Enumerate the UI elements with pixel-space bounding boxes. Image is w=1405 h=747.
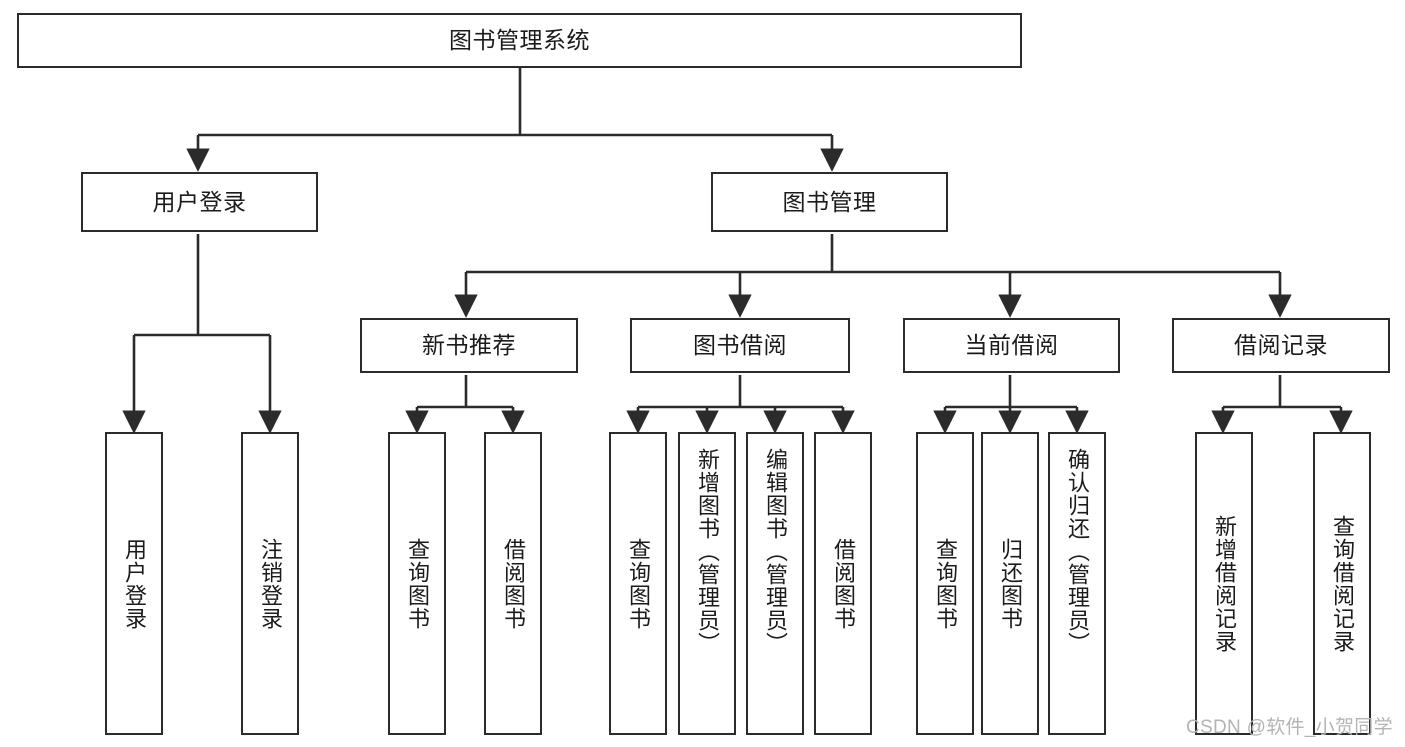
node-leaf-user-logout[interactable]: 注销登录 — [241, 432, 299, 735]
node-leaf-query-record[interactable]: 查询借阅记录 — [1313, 432, 1371, 735]
node-leaf-user-logout-label: 注销登录 — [257, 537, 283, 630]
node-leaf-edit-book-label: 编辑图书（管理员） — [762, 448, 788, 655]
node-book-borrow[interactable]: 图书借阅 — [630, 318, 850, 373]
node-leaf-return-book-label: 归还图书 — [997, 537, 1023, 630]
node-user-login[interactable]: 用户登录 — [81, 172, 318, 232]
node-leaf-query-book-3-label: 查询图书 — [932, 537, 958, 630]
node-leaf-query-book-1[interactable]: 查询图书 — [388, 432, 446, 735]
node-leaf-query-book-3[interactable]: 查询图书 — [916, 432, 974, 735]
node-leaf-query-book-2[interactable]: 查询图书 — [609, 432, 667, 735]
node-book-borrow-label: 图书借阅 — [693, 332, 787, 359]
node-borrow-record-label: 借阅记录 — [1234, 332, 1328, 359]
node-leaf-add-book[interactable]: 新增图书（管理员） — [678, 432, 736, 735]
node-new-book-recommend-label: 新书推荐 — [422, 332, 516, 359]
node-book-manage-label: 图书管理 — [782, 188, 877, 215]
node-leaf-borrow-book-2-label: 借阅图书 — [830, 537, 856, 630]
node-current-borrow[interactable]: 当前借阅 — [903, 318, 1120, 373]
watermark: CSDN @软件_小贺同学 — [1186, 717, 1393, 738]
node-leaf-return-book[interactable]: 归还图书 — [981, 432, 1039, 735]
node-current-borrow-label: 当前借阅 — [964, 332, 1059, 359]
node-borrow-record[interactable]: 借阅记录 — [1172, 318, 1390, 373]
node-root[interactable]: 图书管理系统 — [17, 13, 1022, 68]
node-leaf-borrow-book-1-label: 借阅图书 — [500, 537, 526, 630]
node-leaf-user-login[interactable]: 用户登录 — [105, 432, 163, 735]
node-book-manage[interactable]: 图书管理 — [711, 172, 948, 232]
node-leaf-query-book-1-label: 查询图书 — [404, 537, 430, 630]
node-leaf-confirm-return[interactable]: 确认归还（管理员） — [1048, 432, 1106, 735]
node-leaf-user-login-label: 用户登录 — [121, 537, 147, 630]
node-leaf-borrow-book-1[interactable]: 借阅图书 — [484, 432, 542, 735]
node-leaf-add-record-label: 新增借阅记录 — [1211, 514, 1237, 653]
node-leaf-confirm-return-label: 确认归还（管理员） — [1064, 448, 1090, 655]
node-leaf-query-record-label: 查询借阅记录 — [1329, 514, 1355, 653]
node-leaf-add-record[interactable]: 新增借阅记录 — [1195, 432, 1253, 735]
node-leaf-edit-book[interactable]: 编辑图书（管理员） — [746, 432, 804, 735]
node-leaf-borrow-book-2[interactable]: 借阅图书 — [814, 432, 872, 735]
node-new-book-recommend[interactable]: 新书推荐 — [360, 318, 578, 373]
node-leaf-add-book-label: 新增图书（管理员） — [694, 448, 720, 655]
node-user-login-label: 用户登录 — [152, 188, 247, 215]
node-root-label: 图书管理系统 — [449, 27, 590, 54]
node-leaf-query-book-2-label: 查询图书 — [625, 537, 651, 630]
